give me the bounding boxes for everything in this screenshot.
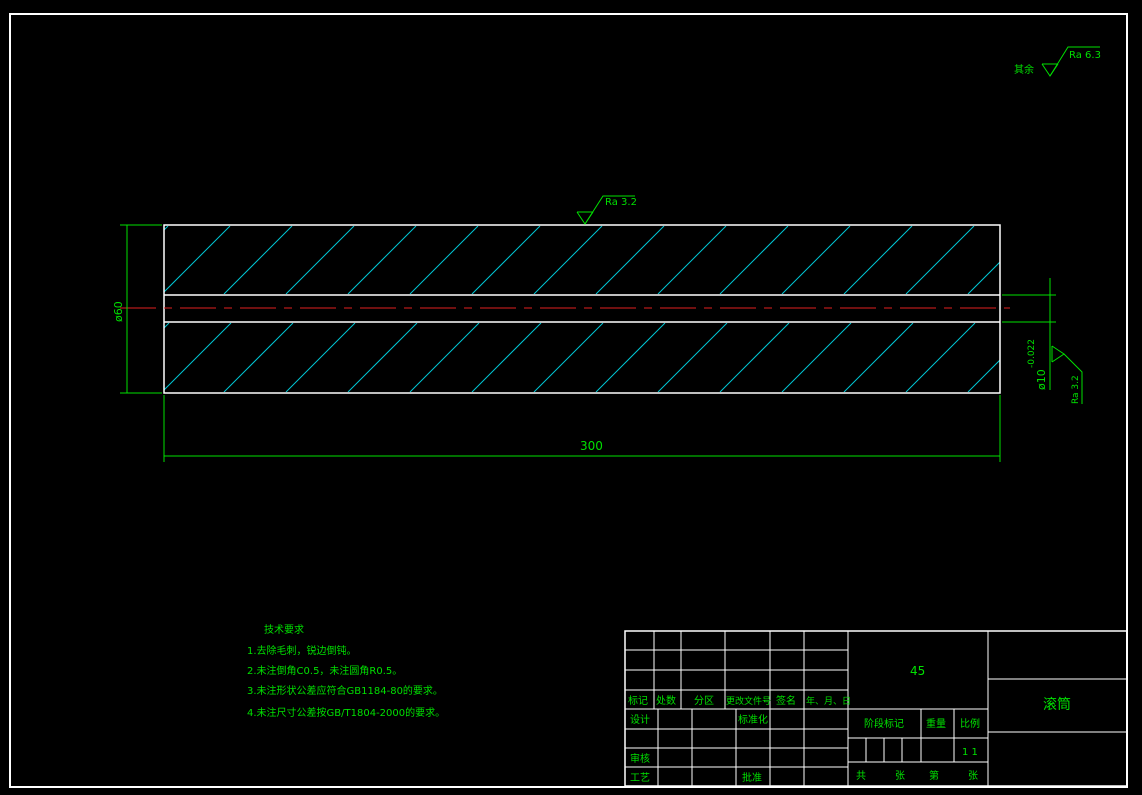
dim-bore: ø10 [1035, 369, 1048, 390]
title-block [624, 630, 1128, 787]
material: 45 [910, 664, 925, 678]
hatch-line [595, 226, 665, 294]
hatch-line [164, 323, 232, 391]
roughness-bore: Ra 3.2 [1071, 375, 1081, 404]
label-scale: 比例 [960, 717, 980, 730]
drawing-frame [9, 13, 1128, 788]
label-process: 工艺 [630, 772, 650, 784]
hatch-line [223, 226, 293, 294]
other-finish-label: 其余 [1014, 63, 1034, 76]
label-standardize: 标准化 [738, 713, 768, 726]
hatch-line [967, 359, 1000, 392]
dim-length: 300 [580, 439, 603, 453]
hatch-line [471, 226, 541, 294]
label-sheet-unit: 张 [895, 770, 905, 782]
hatch-line [471, 323, 542, 392]
tech-title: 技术要求 [264, 623, 304, 636]
hatch-line [533, 323, 604, 392]
header-mark: 标记 [628, 695, 648, 707]
hatch-line [409, 226, 479, 294]
label-sheet-total: 共 [856, 770, 866, 782]
hatch-line [347, 323, 418, 392]
dimension-lines [120, 46, 1100, 462]
tech-item-1: 1.去除毛刺，锐边倒钝。 [247, 644, 357, 657]
header-change-doc: 更改文件号 [726, 695, 771, 707]
hatch-line [223, 323, 294, 392]
tech-item-3: 3.未注形状公差应符合GB1184-80的要求。 [247, 684, 443, 697]
hatch-line [657, 226, 727, 294]
hatch-line [409, 323, 480, 392]
hatch-line [164, 226, 169, 231]
part-outline [163, 224, 1001, 394]
label-weight: 重量 [926, 717, 946, 730]
header-count: 处数 [656, 694, 676, 707]
hatch-line [1030, 226, 1098, 294]
other-finish-ra: Ra 6.3 [1069, 50, 1101, 61]
title-block-text: 45 滚筒 标记 处数 分区 更改文件号 签名 年、月、日 设计 标准化 阶段标… [628, 664, 1071, 784]
hatch-line [285, 323, 356, 392]
hatch-line [164, 226, 231, 293]
hatch-line [657, 323, 728, 392]
hatch-lower [164, 323, 1000, 392]
hatch-line [905, 226, 975, 294]
hatch-line [719, 323, 790, 392]
roughness-top: Ra 3.2 [605, 197, 637, 208]
hatch-line [285, 226, 355, 294]
hatch-line [719, 226, 789, 294]
dim-bore-tolerance: -0.022 [1027, 339, 1037, 368]
dim-diameter: ø60 [112, 301, 125, 322]
hatch-line [781, 226, 851, 294]
label-sheet-unit2: 张 [968, 770, 978, 782]
label-stage-mark: 阶段标记 [864, 717, 904, 730]
hatch-line [967, 261, 1000, 294]
header-sign: 签名 [776, 694, 796, 707]
header-zone: 分区 [694, 695, 714, 707]
label-sheet-index: 第 [929, 769, 939, 782]
hatch-upper [164, 226, 1098, 294]
hatch-line [347, 226, 417, 294]
hatch-line [595, 323, 666, 392]
hatch-line [843, 323, 914, 392]
tech-item-4: 4.未注尺寸公差按GB/T1804-2000的要求。 [247, 706, 445, 719]
scale-value: 1 1 [962, 747, 978, 758]
part-name: 滚筒 [1043, 696, 1071, 713]
hatch-line [781, 323, 852, 392]
header-date: 年、月、日 [806, 695, 851, 707]
tech-requirements: 技术要求 1.去除毛刺，锐边倒钝。 2.未注倒角C0.5，未注圆角R0.5。 3… [247, 623, 445, 719]
hatch-line [533, 226, 603, 294]
hatch-line [164, 323, 170, 329]
hatch-line [905, 323, 976, 392]
hatch-line [843, 226, 913, 294]
label-design: 设计 [630, 713, 650, 726]
label-review: 审核 [630, 752, 650, 765]
tech-item-2: 2.未注倒角C0.5，未注圆角R0.5。 [247, 664, 402, 677]
label-approve: 批准 [742, 771, 762, 784]
